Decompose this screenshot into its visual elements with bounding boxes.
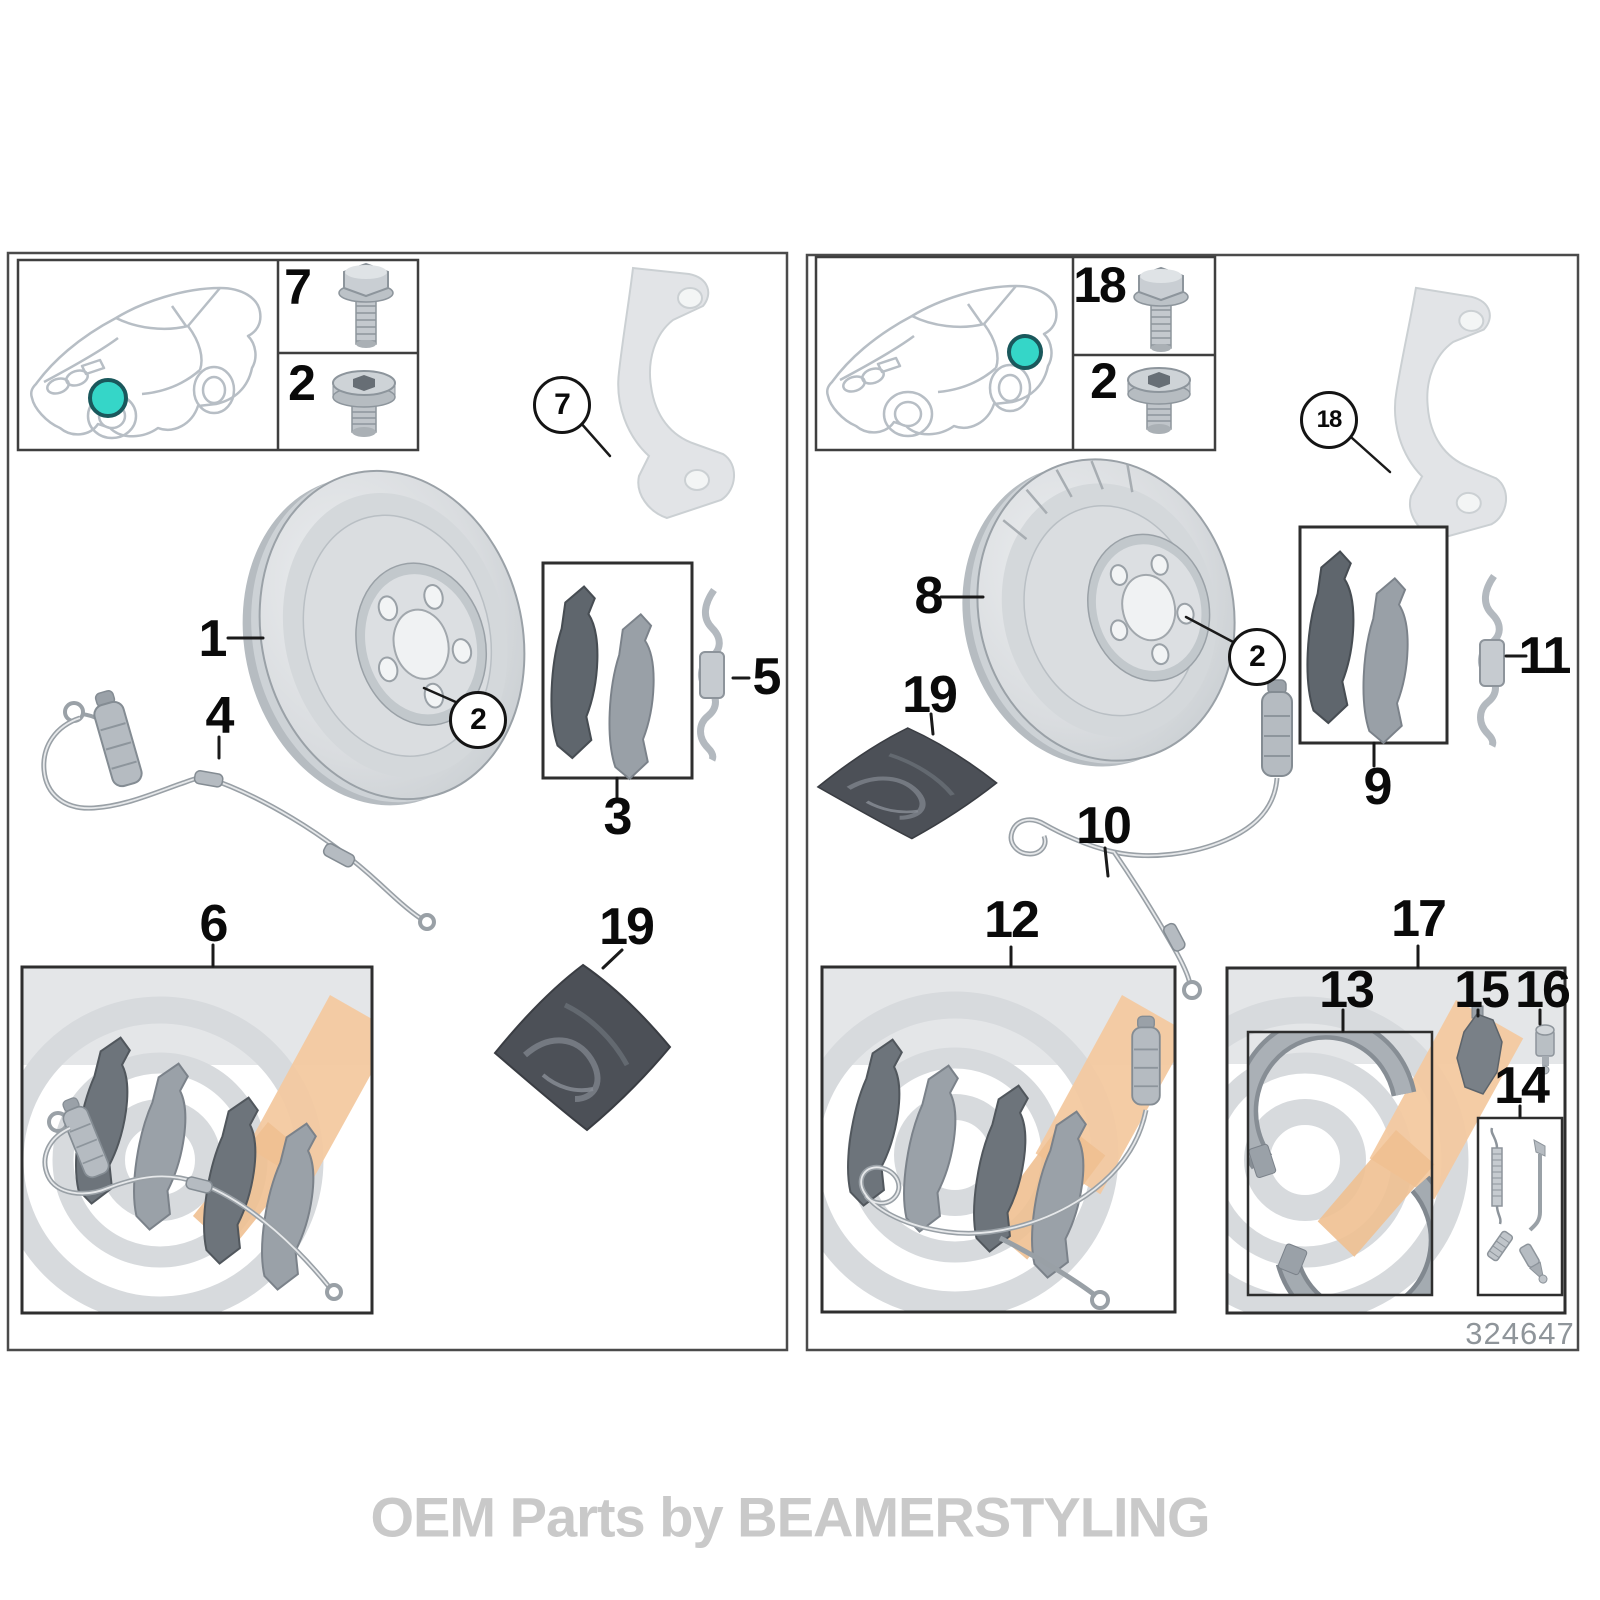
shoe-hardware-kit — [1486, 1127, 1548, 1284]
callout-leader-lines — [211, 595, 1542, 1119]
rear-pads-box — [1296, 525, 1449, 747]
callout-7-carrier-bolt-front: 7 — [284, 259, 312, 315]
callout-8-rear-disc: 8 — [914, 567, 944, 625]
callout-17-parking-group: 17 — [1391, 890, 1447, 948]
callout-15-shoe-bracket: 15 — [1454, 961, 1510, 1019]
rear-disc-hub — [1087, 533, 1211, 682]
watermark-text: OEM Parts by BEAMERSTYLING — [370, 1485, 1210, 1549]
front-pad-kit-box — [20, 965, 374, 1315]
callout-10-rear-sensor: 10 — [1076, 797, 1132, 855]
circled-callout-18-rear-carrier: 18 — [1300, 391, 1358, 449]
circled-callout-7-front-carrier: 7 — [533, 376, 591, 434]
callout-5-front-clip: 5 — [752, 648, 782, 706]
shoe-pin-part — [1535, 1024, 1555, 1075]
callout-19-front-grease: 19 — [599, 898, 655, 956]
rear-wear-sensor — [1008, 679, 1293, 1000]
diagram-number: 324647 — [1465, 1316, 1575, 1351]
parking-brake-group-box — [1225, 966, 1567, 1315]
front-pads-box — [540, 561, 694, 783]
rear-brake-disc — [962, 458, 1236, 767]
front-car-inset — [16, 258, 420, 452]
rear-retaining-clip — [1477, 573, 1505, 748]
callout-1-front-disc: 1 — [198, 610, 228, 668]
front-retaining-clip — [697, 587, 725, 762]
callout-18-carrier-bolt-rear: 18 — [1073, 257, 1127, 313]
callout-11-rear-clip: 11 — [1518, 627, 1572, 685]
callout-2-fit-bolt-rear: 2 — [1090, 353, 1118, 409]
callout-9-rear-pads: 9 — [1363, 758, 1393, 816]
callout-4-front-sensor: 4 — [205, 687, 235, 745]
front-axle-highlight-dot — [88, 378, 128, 418]
callout-6-front-kit: 6 — [199, 895, 229, 953]
callout-3-front-pads: 3 — [603, 788, 633, 846]
circled-callout-leader-lines — [422, 420, 1392, 705]
front-wear-sensor — [41, 686, 436, 931]
callout-2-fit-bolt-front: 2 — [288, 355, 316, 411]
callout-12-rear-kit: 12 — [984, 891, 1040, 949]
circled-callout-2-rear-hub: 2 — [1228, 628, 1286, 686]
shoes-box-frame — [1246, 1030, 1434, 1297]
rear-car-inset — [814, 255, 1217, 452]
callout-14-hardware-kit: 14 — [1494, 1057, 1550, 1115]
callout-16-shoe-pin: 16 — [1515, 961, 1571, 1019]
rear-pad-kit-box — [820, 965, 1177, 1314]
callout-13-shoes: 13 — [1319, 961, 1375, 1019]
parking-brake-shoes — [1248, 1032, 1432, 1295]
front-disc-hub — [355, 562, 488, 727]
rear-axle-highlight-dot — [1007, 334, 1043, 370]
circled-callout-2-front-hub: 2 — [449, 691, 507, 749]
callout-19-rear-grease: 19 — [902, 666, 958, 724]
